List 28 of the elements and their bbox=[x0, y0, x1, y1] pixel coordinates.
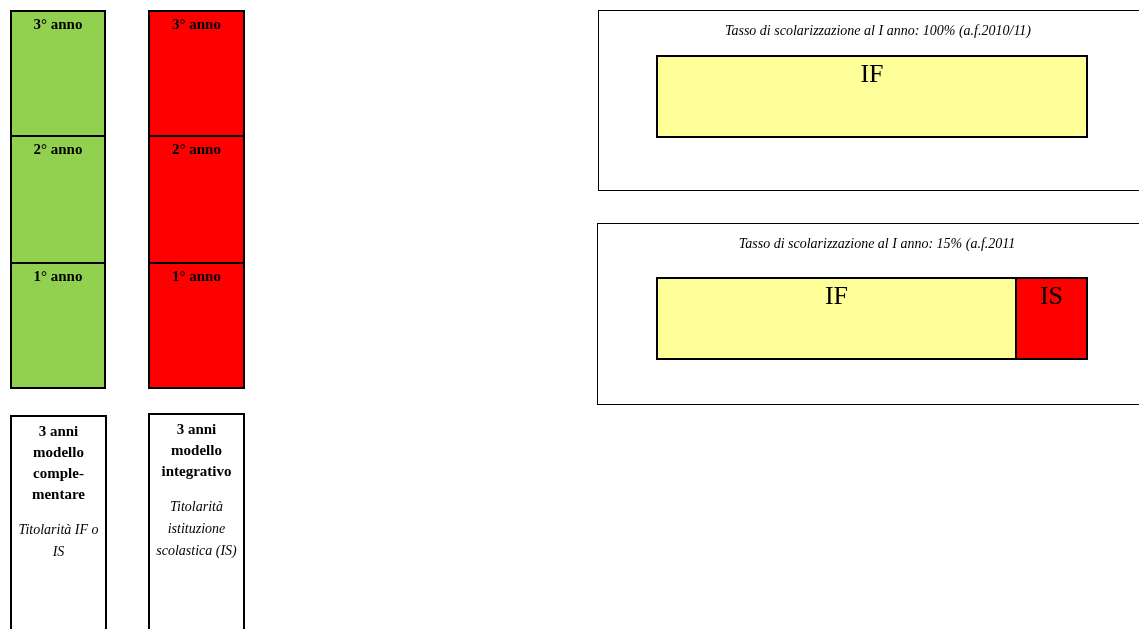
year-label: 1° anno bbox=[171, 268, 222, 285]
segment-label: IF bbox=[859, 59, 885, 89]
year-box bbox=[10, 262, 106, 389]
year-box bbox=[10, 10, 106, 137]
segment-label: IS bbox=[1038, 281, 1065, 311]
year-label: 2° anno bbox=[32, 141, 84, 158]
year-label: 2° anno bbox=[171, 141, 222, 158]
panel-title: Tasso di scolarizzazione al I anno: 100% (a.f.2010/11) bbox=[723, 23, 1033, 39]
model-description-box bbox=[148, 413, 245, 629]
year-box bbox=[148, 135, 245, 264]
model-heading: 3 anni modello integrativo bbox=[160, 420, 233, 481]
bar-segment bbox=[656, 277, 1017, 360]
year-box bbox=[148, 10, 245, 137]
ownership-note: Titolarità IF o IS bbox=[17, 521, 100, 561]
enrollment-rate-panel bbox=[598, 10, 1139, 191]
model-description-box bbox=[10, 415, 107, 629]
year-box bbox=[148, 262, 245, 389]
year-label: 1° anno bbox=[32, 268, 84, 285]
panel-title: Tasso di scolarizzazione al I anno: 15% (a.f.2011 bbox=[737, 236, 1017, 252]
year-label: 3° anno bbox=[32, 16, 84, 33]
year-box bbox=[10, 135, 106, 264]
year-label: 3° anno bbox=[171, 16, 222, 33]
ownership-note: Titolarità istituzione scolastica (IS) bbox=[155, 498, 238, 560]
model-heading: 3 anni modello comple- mentare bbox=[30, 422, 86, 504]
bar-segment bbox=[656, 55, 1088, 138]
enrollment-rate-panel bbox=[597, 223, 1139, 405]
segment-label: IF bbox=[823, 281, 850, 311]
bar-segment bbox=[1015, 277, 1088, 360]
